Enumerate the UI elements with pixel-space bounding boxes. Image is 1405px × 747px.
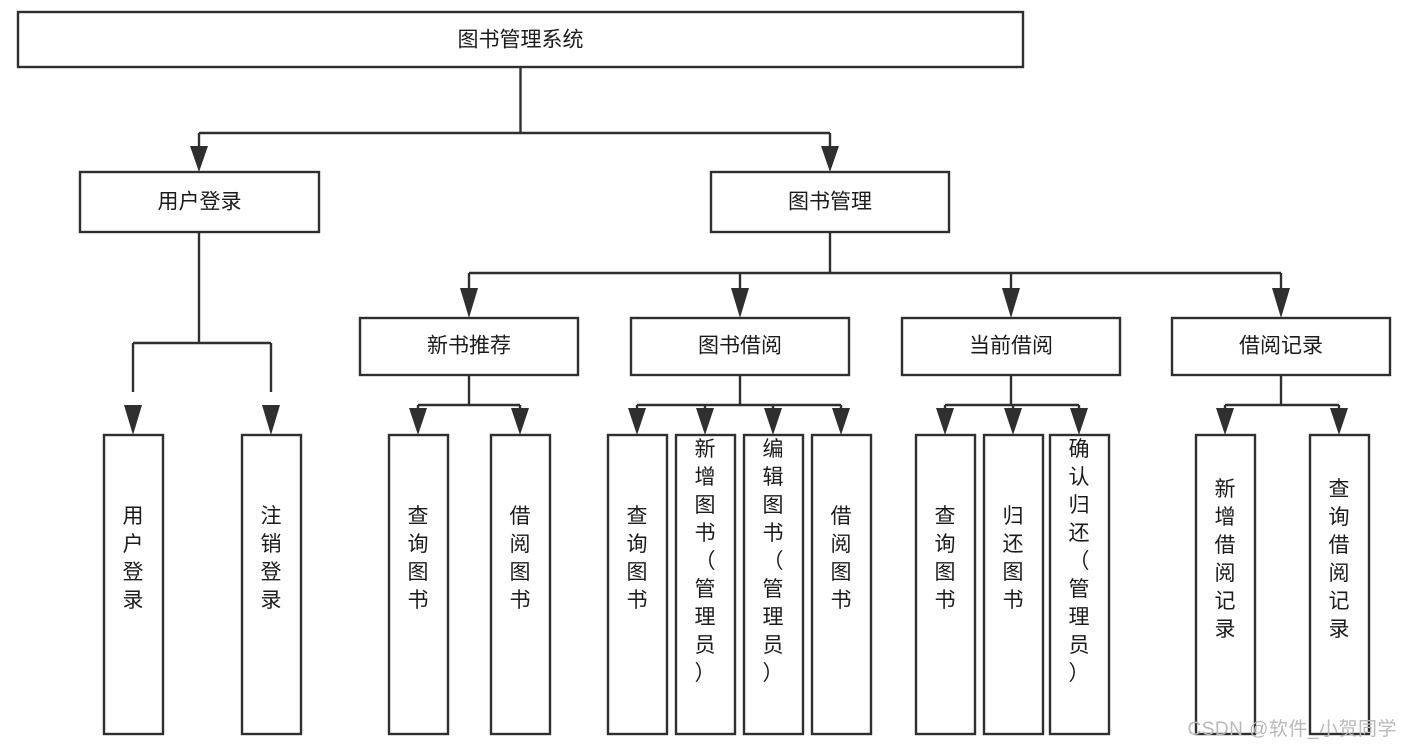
- node-book-management-box[interactable]: [709, 170, 951, 234]
- leaf-node[interactable]: 查询图书: [387, 433, 450, 736]
- node-root-label: 图书管理系统: [458, 29, 584, 52]
- node-book-borrow-box[interactable]: [629, 316, 851, 377]
- leaf-node[interactable]: 查询借阅记录: [1308, 433, 1371, 736]
- leaf-user-login-box[interactable]: [102, 433, 165, 736]
- csdn-watermark: CSDN @软件_小贺同学: [1187, 719, 1397, 740]
- leaf-logout-box[interactable]: [240, 433, 303, 736]
- leaf-node[interactable]: 编辑图书（管理员）: [742, 433, 805, 736]
- leaf-br-query-record-label: 查询借阅记录: [1329, 478, 1350, 641]
- leaf-bb-query-book-label: 查询图书: [627, 505, 648, 612]
- leaf-cb-confirm-return-label: 确认归还（管理员）: [1069, 438, 1090, 685]
- leaf-node[interactable]: 用户登录: [102, 433, 165, 736]
- node-borrow-record-box[interactable]: [1170, 316, 1392, 377]
- node-book-borrow-label: 图书借阅: [698, 335, 782, 358]
- leaf-node[interactable]: 借阅图书: [810, 433, 873, 736]
- leaf-nbr-query-book-label: 查询图书: [408, 505, 429, 612]
- leaf-cb-return-book-box[interactable]: [982, 433, 1045, 736]
- leaf-cb-confirm-return-box[interactable]: [1048, 433, 1111, 736]
- leaf-cb-query-book-box[interactable]: [914, 433, 977, 736]
- node-current-borrow[interactable]: 当前借阅: [900, 316, 1122, 377]
- node-new-book-recommend-label: 新书推荐: [427, 335, 511, 358]
- leaf-node[interactable]: 查询图书: [914, 433, 977, 736]
- leaf-user-login-label: 用户登录: [123, 505, 144, 612]
- leaf-node[interactable]: 注销登录: [240, 433, 303, 736]
- leaf-bb-add-book-label: 新增图书（管理员）: [695, 438, 716, 685]
- leaf-nbr-borrow-book-box[interactable]: [489, 433, 552, 736]
- connector-borrowrecord-to-leaves: [1216, 375, 1348, 435]
- leaf-bb-add-book-box[interactable]: [674, 433, 737, 736]
- node-user-login[interactable]: 用户登录: [78, 170, 321, 234]
- leaf-node[interactable]: 确认归还（管理员）: [1048, 433, 1111, 736]
- connector-currentborrow-to-leaves: [936, 375, 1088, 435]
- leaf-node[interactable]: 新增图书（管理员）: [674, 433, 737, 736]
- leaf-node[interactable]: 归还图书: [982, 433, 1045, 736]
- leaf-nbr-query-book-box[interactable]: [387, 433, 450, 736]
- node-user-login-label: 用户登录: [158, 191, 242, 214]
- leaf-br-query-record-box[interactable]: [1308, 433, 1371, 736]
- leaf-cb-query-book-label: 查询图书: [935, 505, 956, 612]
- node-borrow-record[interactable]: 借阅记录: [1170, 316, 1392, 377]
- node-current-borrow-label: 当前借阅: [969, 335, 1053, 358]
- node-user-login-box[interactable]: [78, 170, 321, 234]
- connector-newbook-to-leaves: [409, 375, 529, 435]
- connector-userlogin-to-leaves: [124, 232, 280, 435]
- leaf-node[interactable]: 新增借阅记录: [1194, 433, 1257, 736]
- leaf-br-add-record-box[interactable]: [1194, 433, 1257, 736]
- node-root-box[interactable]: [16, 10, 1025, 69]
- node-new-book-recommend[interactable]: 新书推荐: [358, 316, 580, 377]
- leaf-bb-borrow-book-box[interactable]: [810, 433, 873, 736]
- node-current-borrow-box[interactable]: [900, 316, 1122, 377]
- leaf-node[interactable]: 查询图书: [606, 433, 669, 736]
- leaf-bb-edit-book-box[interactable]: [742, 433, 805, 736]
- node-book-borrow[interactable]: 图书借阅: [629, 316, 851, 377]
- node-root[interactable]: 图书管理系统: [16, 10, 1025, 69]
- leaf-br-add-record-label: 新增借阅记录: [1215, 478, 1236, 641]
- leaf-bb-edit-book-label: 编辑图书（管理员）: [763, 438, 784, 685]
- leaf-bb-borrow-book-label: 借阅图书: [831, 505, 852, 612]
- node-new-book-recommend-box[interactable]: [358, 316, 580, 377]
- connector-bookborrow-to-leaves: [628, 375, 850, 435]
- node-book-management-label: 图书管理: [788, 191, 872, 214]
- node-borrow-record-label: 借阅记录: [1239, 335, 1323, 358]
- node-book-management[interactable]: 图书管理: [709, 170, 951, 234]
- leaf-cb-return-book-label: 归还图书: [1003, 505, 1024, 612]
- connector-root-to-level2: [190, 67, 839, 172]
- leaf-node[interactable]: 借阅图书: [489, 433, 552, 736]
- leaf-logout-label: 注销登录: [261, 505, 282, 612]
- connector-bookmgmt-to-level3: [460, 232, 1290, 318]
- leaf-nbr-borrow-book-label: 借阅图书: [510, 505, 531, 612]
- leaf-bb-query-book-box[interactable]: [606, 433, 669, 736]
